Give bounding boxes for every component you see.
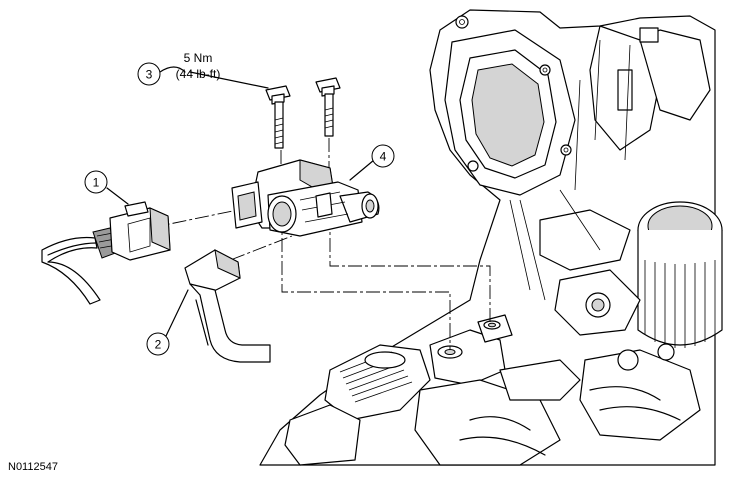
callout-leaders bbox=[106, 66, 375, 337]
callout-3: 3 bbox=[137, 62, 161, 86]
callout-2-label: 2 bbox=[155, 338, 162, 352]
callout-3-label: 3 bbox=[146, 68, 153, 82]
electrical-connector-part-1 bbox=[41, 201, 171, 305]
document-id: N0112547 bbox=[8, 461, 58, 473]
torque-spec: 5 Nm (44 lb-ft) bbox=[176, 51, 221, 81]
mounting-bolt-left bbox=[265, 85, 291, 149]
callout-4: 4 bbox=[371, 144, 395, 168]
callout-1: 1 bbox=[84, 170, 108, 194]
engine-block-background bbox=[259, 9, 723, 466]
torque-metric: 5 Nm bbox=[184, 51, 213, 65]
callout-4-label: 4 bbox=[380, 150, 387, 164]
torque-imperial: (44 lb-ft) bbox=[176, 67, 221, 81]
vacuum-hose-part-2 bbox=[184, 249, 271, 363]
throttle-assembly-part-4 bbox=[231, 159, 380, 237]
callout-2: 2 bbox=[146, 332, 170, 356]
callout-1-label: 1 bbox=[93, 176, 100, 190]
mounting-bolt-right bbox=[315, 77, 341, 137]
